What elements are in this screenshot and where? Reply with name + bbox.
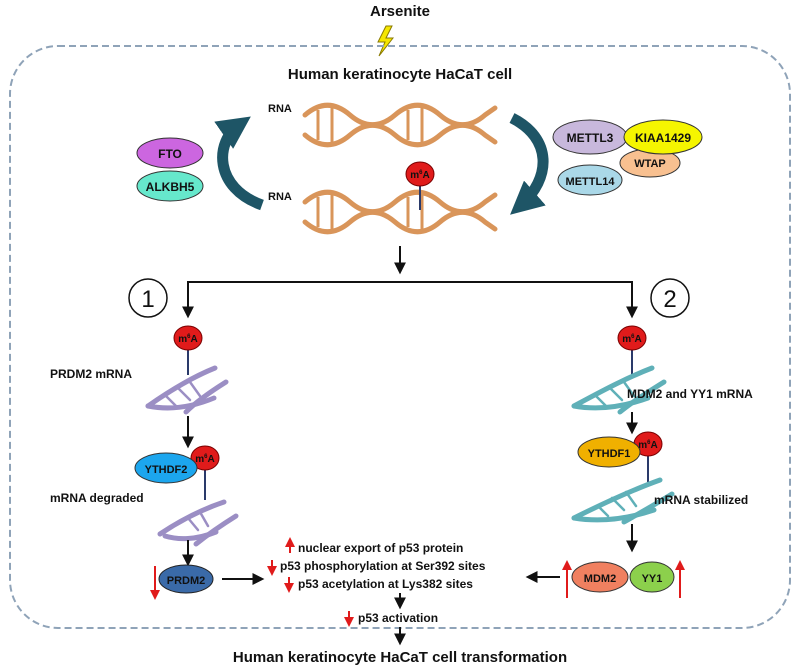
svg-text:PRDM2: PRDM2 <box>167 575 206 587</box>
svg-text:FTO: FTO <box>158 147 182 161</box>
svg-text:METTL14: METTL14 <box>566 176 616 188</box>
m6a-mark-ythdf1: m6A <box>633 431 663 482</box>
p53-activation-label: p53 activation <box>358 611 438 625</box>
lightning-icon <box>377 25 395 57</box>
svg-text:MDM2: MDM2 <box>584 573 616 585</box>
demethylation-arrow <box>214 116 265 211</box>
writer-mettl14: METTL14 <box>557 164 623 196</box>
protein-prdm2: PRDM2 <box>158 564 214 594</box>
svg-text:YTHDF2: YTHDF2 <box>145 464 188 476</box>
reader-ythdf1: YTHDF1 <box>577 436 641 468</box>
writer-mettl3: METTL3 <box>552 119 628 155</box>
mdm2-yy1-mrna-label: MDM2 and YY1 mRNA <box>627 387 753 401</box>
cell-title: Human keratinocyte HaCaT cell <box>288 66 512 83</box>
mrna-stabilized-label: mRNA stabilized <box>654 493 748 507</box>
svg-text:m6A: m6A <box>195 454 214 465</box>
effect-phosphorylation: p53 phosphorylation at Ser392 sites <box>280 559 486 573</box>
protein-mdm2: MDM2 <box>571 561 629 593</box>
protein-yy1: YY1 <box>629 561 675 593</box>
bottom-title: Human keratinocyte HaCaT cell transforma… <box>233 649 567 666</box>
reader-ythdf2: YTHDF2 <box>134 452 198 484</box>
rna-top <box>302 102 498 148</box>
writer-wtap: WTAP <box>619 148 681 178</box>
rna-bottom <box>302 189 498 235</box>
m6a-mark-mdm2-yy1: m6A <box>617 325 647 375</box>
svg-text:m6A: m6A <box>638 440 657 451</box>
m6a-mark-ythdf2: m6A <box>190 445 220 500</box>
svg-text:ALKBH5: ALKBH5 <box>146 180 195 194</box>
effect-nuclear-export: nuclear export of p53 protein <box>298 541 463 555</box>
svg-text:m6A: m6A <box>178 334 197 345</box>
mrna-degraded-label: mRNA degraded <box>50 491 144 505</box>
pathway-1-number: 1 <box>128 278 168 318</box>
m6a-mark-center: m6A <box>405 161 435 210</box>
writer-kiaa1429: KIAA1429 <box>623 119 703 155</box>
pathway-2-number: 2 <box>650 278 690 318</box>
mdm2-yy1-mrna-hairpin <box>571 365 667 415</box>
svg-text:METTL3: METTL3 <box>567 131 614 145</box>
svg-text:KIAA1429: KIAA1429 <box>635 131 691 145</box>
mdm2-yy1-mrna-stabilized-hairpin <box>571 477 675 525</box>
methylation-arrow <box>509 113 549 215</box>
svg-text:2: 2 <box>663 286 676 313</box>
svg-text:m6A: m6A <box>622 334 641 345</box>
svg-text:WTAP: WTAP <box>634 158 666 170</box>
svg-text:m6A: m6A <box>410 170 429 181</box>
branch-arrows <box>182 246 638 319</box>
rna-label-top: RNA <box>268 103 292 115</box>
prdm2-mrna-degraded-hairpin <box>157 499 239 547</box>
prdm2-mrna-label: PRDM2 mRNA <box>50 367 132 381</box>
prdm2-mrna-hairpin <box>145 365 229 415</box>
eraser-alkbh5: ALKBH5 <box>136 170 204 202</box>
svg-text:1: 1 <box>141 286 154 313</box>
rna-label-bottom: RNA <box>268 191 292 203</box>
m6a-mark-prdm2: m6A <box>173 325 203 375</box>
stimulus-label: Arsenite <box>370 3 430 20</box>
eraser-fto: FTO <box>136 137 204 169</box>
svg-text:YY1: YY1 <box>642 573 663 585</box>
svg-text:YTHDF1: YTHDF1 <box>588 448 631 460</box>
effect-acetylation: p53 acetylation at Lys382 sites <box>298 577 473 591</box>
